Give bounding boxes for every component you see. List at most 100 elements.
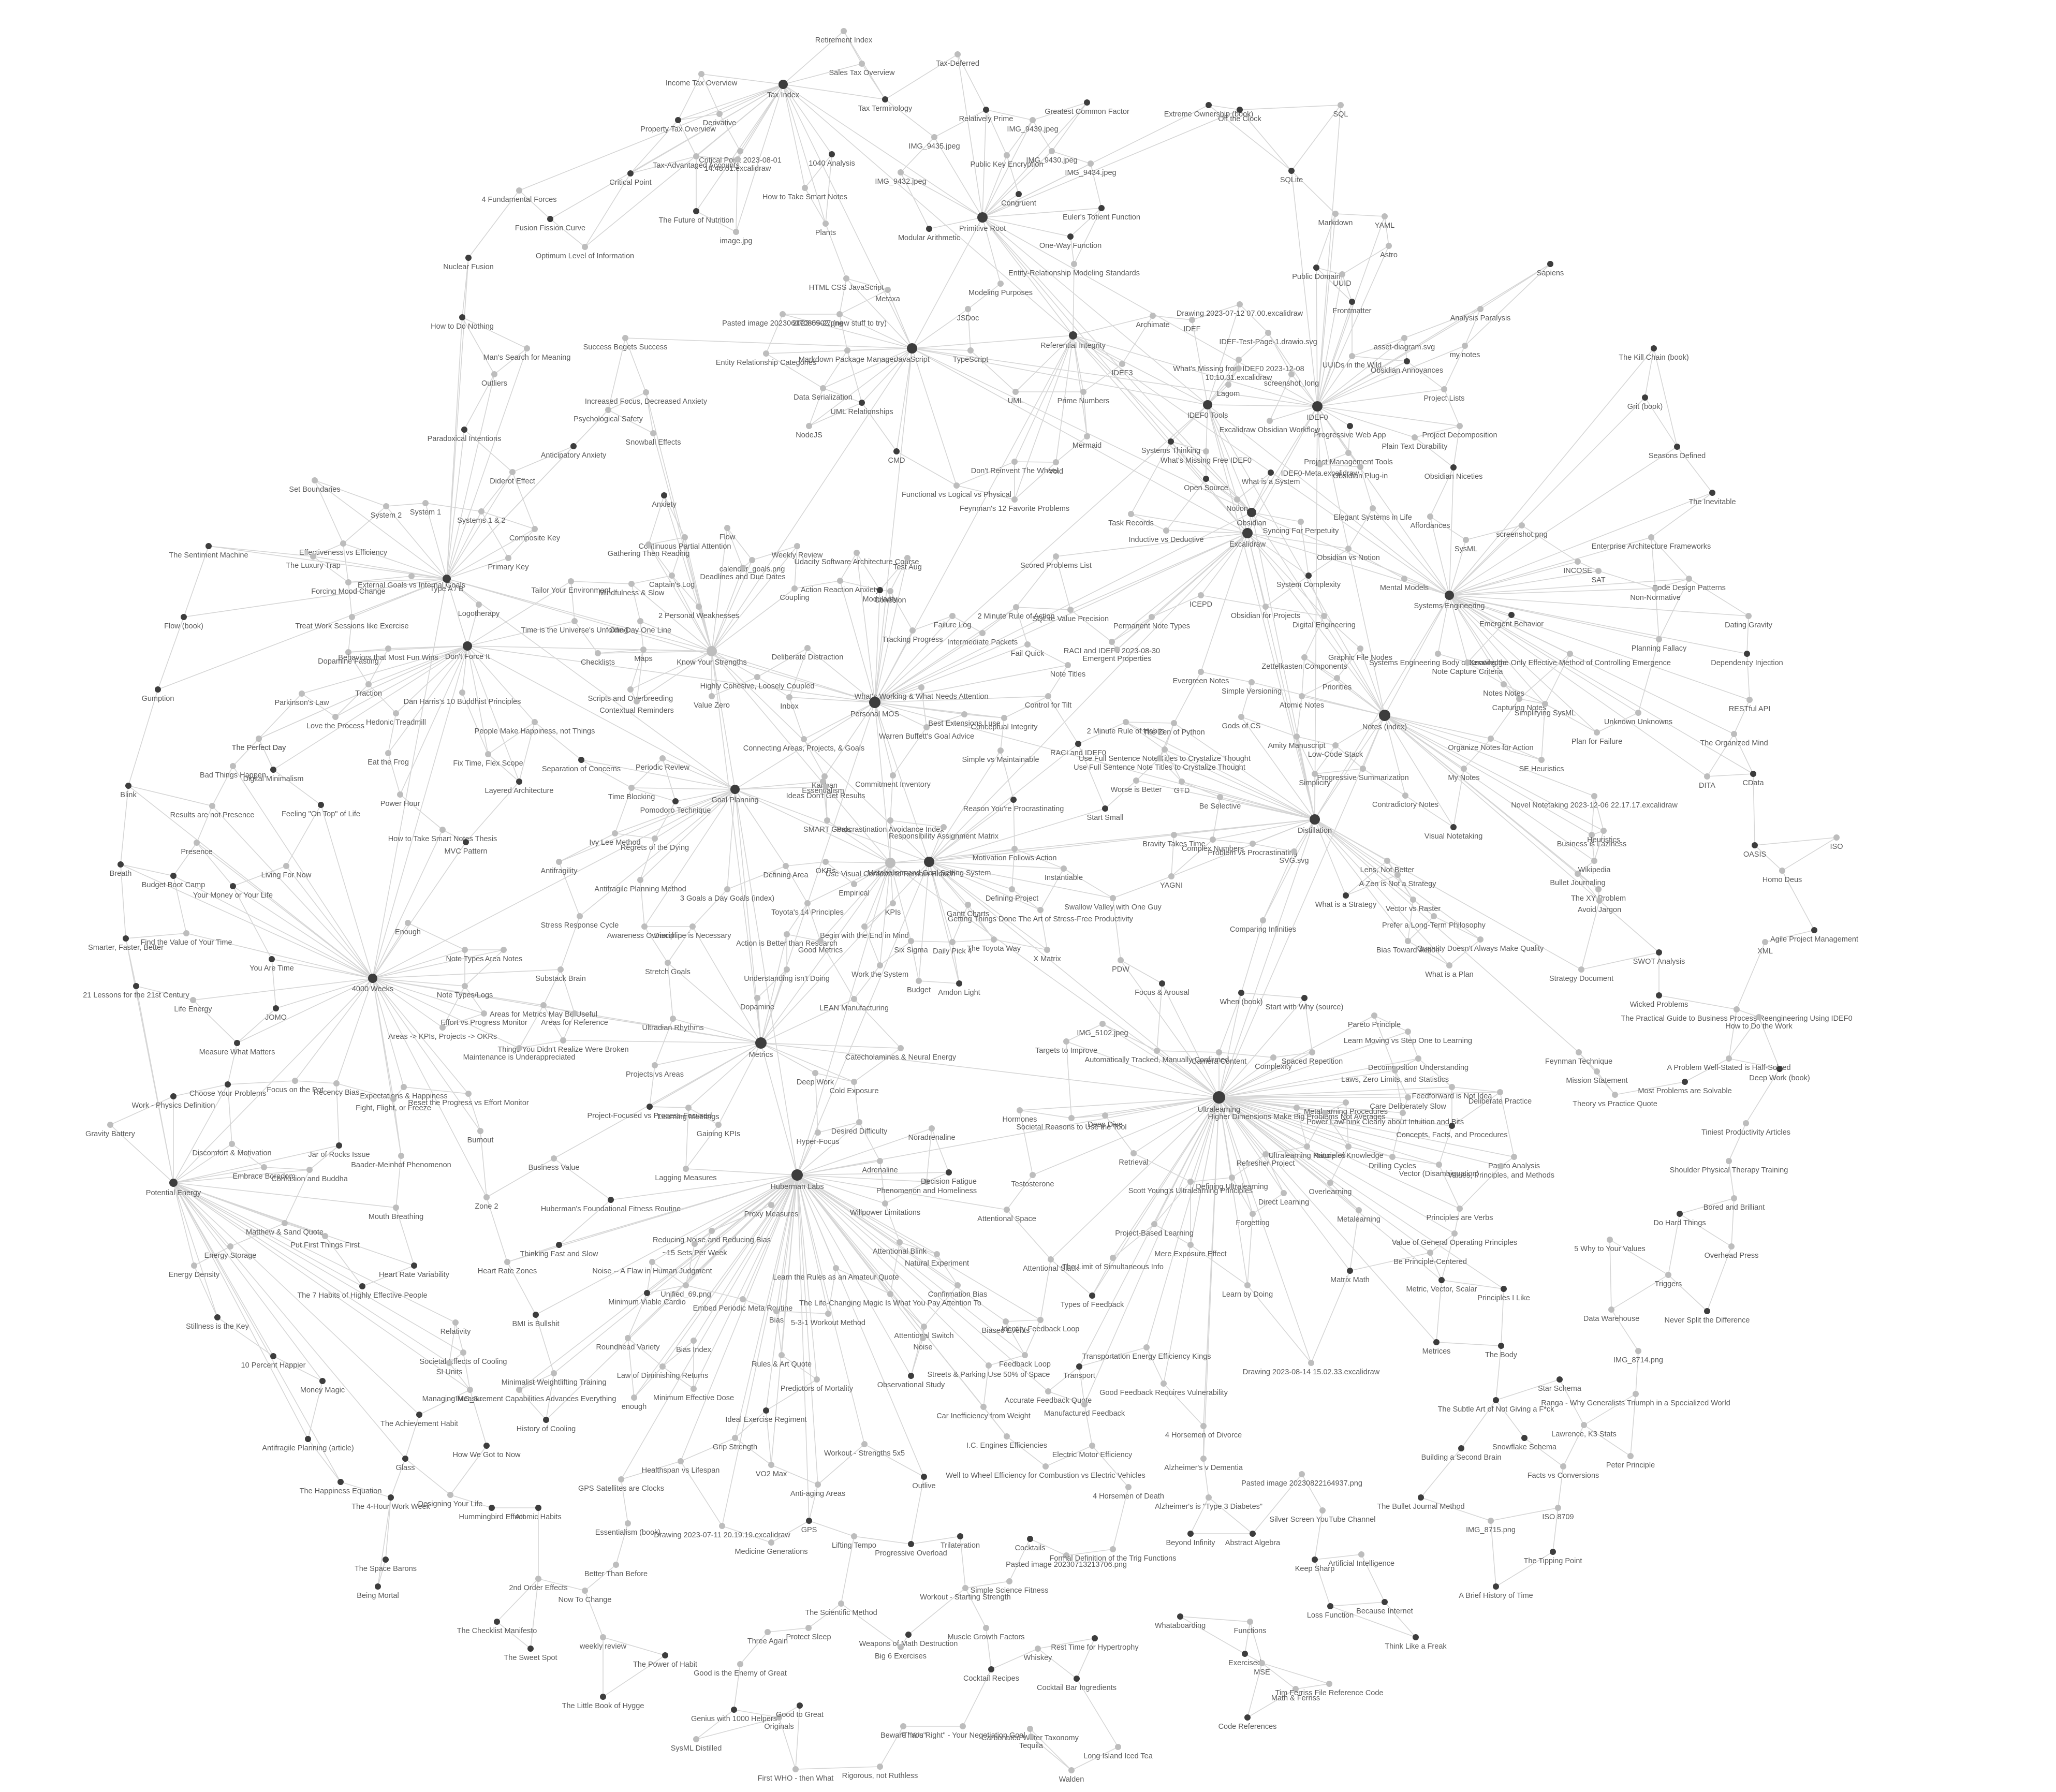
graph-node-values-principles[interactable]: Values, Principles, and Methods	[1448, 1163, 1554, 1180]
node-dot[interactable]	[1833, 834, 1840, 841]
node-dot[interactable]	[1450, 464, 1457, 471]
graph-node-hedonic-treadmill[interactable]: Hedonic Treadmill	[366, 710, 426, 727]
node-dot[interactable]	[1575, 559, 1581, 565]
graph-node-tax-terminology[interactable]: Tax Terminology	[858, 96, 913, 113]
node-dot[interactable]	[829, 151, 835, 157]
node-dot[interactable]	[877, 587, 883, 593]
node-dot[interactable]	[385, 645, 391, 652]
node-dot[interactable]	[1149, 614, 1155, 620]
node-dot[interactable]	[956, 980, 962, 987]
graph-node-coupling[interactable]: Coupling	[780, 585, 810, 602]
node-dot[interactable]	[405, 920, 411, 926]
graph-node-swallow-valley[interactable]: Swallow Valley with One Guy	[1064, 895, 1162, 912]
graph-node-minimum-effective-dose[interactable]: Minimum Effective Dose	[653, 1386, 734, 1402]
graph-node-fusion-fission-curve[interactable]: Fusion Fission Curve	[515, 216, 585, 232]
graph-node-archimate[interactable]: Archimate	[1136, 313, 1170, 329]
node-dot[interactable]	[459, 689, 465, 696]
graph-node-automatically-tracked[interactable]: Automatically Tracked, Manually Confirme…	[1085, 1048, 1229, 1064]
graph-node-separation-of-concerns[interactable]: Separation of Concerns	[542, 757, 621, 773]
graph-node-history-of-cooling[interactable]: History of Cooling	[517, 1417, 576, 1433]
node-dot[interactable]	[481, 1010, 487, 1017]
node-dot[interactable]	[627, 686, 634, 693]
graph-node-anxiety[interactable]: Anxiety	[652, 492, 677, 509]
node-dot[interactable]	[628, 785, 635, 791]
graph-node-img-8714[interactable]: IMG_8714.png	[1613, 1348, 1663, 1364]
graph-node-raci-idef0[interactable]: RACI and IDEF0	[1050, 741, 1106, 757]
node-dot[interactable]	[641, 923, 648, 930]
node-dot[interactable]	[898, 1644, 904, 1650]
node-dot[interactable]	[333, 1080, 340, 1086]
graph-node-essentialism-book[interactable]: Essentialism (book)	[595, 1520, 661, 1537]
node-dot[interactable]	[877, 962, 883, 968]
graph-node-layered-architecture[interactable]: Layered Architecture	[485, 779, 554, 795]
node-dot[interactable]	[1595, 568, 1602, 574]
graph-node-be-selective[interactable]: Be Selective	[1199, 794, 1241, 811]
node-dot[interactable]	[1744, 651, 1750, 657]
node-dot[interactable]	[452, 1319, 459, 1326]
node-dot[interactable]	[393, 1205, 399, 1211]
graph-node-capturing-notes[interactable]: Capturing Notes	[1492, 696, 1547, 712]
node-dot[interactable]	[900, 1723, 906, 1729]
graph-node-idef3[interactable]: IDEF3	[1111, 361, 1133, 377]
graph-node-pasted-image-3[interactable]: Pasted image 20230713213706.png	[1006, 1552, 1127, 1569]
graph-node-drawing-2023-07-11[interactable]: Drawing 2023-07-11 20.19.19.excalidraw	[654, 1523, 790, 1539]
graph-node-confusion-buddha[interactable]: Confusion and Buddha	[271, 1167, 348, 1183]
node-dot[interactable]	[1291, 848, 1297, 855]
graph-node-now-to-change[interactable]: Now To Change	[559, 1588, 612, 1604]
node-dot[interactable]	[556, 859, 562, 865]
node-dot[interactable]	[1321, 613, 1327, 619]
graph-node-se-heuristics[interactable]: SE Heuristics	[1519, 757, 1564, 773]
node-dot[interactable]	[1731, 1195, 1737, 1201]
graph-node-obsidian-annoyances[interactable]: Obsidian Annoyances	[1371, 358, 1443, 375]
node-dot[interactable]	[997, 747, 1004, 754]
node-dot[interactable]	[692, 1241, 698, 1247]
graph-node-forcing-mood-change[interactable]: Forcing Mood Change	[311, 579, 386, 596]
node-dot[interactable]	[516, 187, 522, 194]
node-dot[interactable]	[1225, 381, 1231, 388]
graph-node-raci[interactable]: RACI and IDEF0 2023-08-30	[1064, 639, 1160, 655]
graph-node-scripts-overbreeding[interactable]: Scripts and Overbreeding	[588, 686, 673, 703]
graph-node-muscle-growth[interactable]: Muscle Growth Factors	[947, 1625, 1025, 1641]
node-dot[interactable]	[716, 111, 723, 117]
graph-node-burnout[interactable]: Burnout	[467, 1128, 494, 1144]
graph-node-img-5[interactable]: IMG_5...	[456, 1387, 484, 1403]
graph-node-ultradian-rhythms[interactable]: Ultradian Rhythms	[642, 1016, 704, 1032]
graph-node-well-to-wheel[interactable]: Well to Wheel Efficiency for Combustion …	[946, 1463, 1146, 1480]
node-dot[interactable]	[1635, 1348, 1641, 1354]
node-dot[interactable]	[1356, 1207, 1362, 1213]
node-dot[interactable]	[318, 802, 324, 808]
node-dot[interactable]	[227, 1243, 233, 1250]
node-dot[interactable]	[439, 827, 446, 833]
node-dot[interactable]	[1242, 528, 1253, 538]
graph-node-things-you-didnt-realize[interactable]: Things You Didn't Realize Were Broken	[497, 1037, 629, 1054]
node-dot[interactable]	[812, 1070, 818, 1076]
graph-node-logotherapy[interactable]: Logotherapy	[458, 601, 500, 618]
node-dot[interactable]	[1591, 793, 1597, 799]
node-dot[interactable]	[388, 1494, 394, 1501]
graph-node-abstract-algebra[interactable]: Abstract Algebra	[1225, 1531, 1281, 1547]
graph-node-hormones[interactable]: Hormones	[1003, 1107, 1037, 1124]
node-dot[interactable]	[670, 1016, 676, 1022]
graph-node-space-barons[interactable]: The Space Barons	[355, 1556, 417, 1573]
node-dot[interactable]	[613, 1562, 619, 1568]
node-dot[interactable]	[665, 960, 671, 966]
graph-node-decision-fatigue[interactable]: Decision Fatigue	[921, 1169, 977, 1186]
graph-node-screenshot-long[interactable]: screenshot_long	[1264, 371, 1319, 388]
node-dot[interactable]	[1011, 496, 1018, 503]
graph-node-mental-models[interactable]: Mental Models	[1380, 576, 1429, 592]
node-dot[interactable]	[1037, 1317, 1044, 1323]
graph-node-permanent-note-types[interactable]: Permanent Note Types	[1113, 614, 1190, 630]
node-dot[interactable]	[524, 345, 530, 351]
graph-node-alzheimers-diabetes[interactable]: Alzheimer's is "Type 3 Diabetes"	[1155, 1494, 1262, 1511]
node-dot[interactable]	[877, 1764, 883, 1770]
graph-node-behaviors-most-fun[interactable]: Behaviors that Most Fun Wins	[338, 645, 438, 662]
graph-node-10-percent-happier[interactable]: 10 Percent Happier	[241, 1353, 306, 1370]
graph-node-intermediate-packets[interactable]: Intermediate Packets	[947, 630, 1018, 647]
graph-node-excalidraw-obsidian-workflow[interactable]: Excalidraw Obsidian Workflow	[1220, 418, 1320, 434]
graph-node-4000-weeks[interactable]: 4000 Weeks	[352, 974, 393, 993]
graph-node-mermaid[interactable]: Mermaid	[1073, 433, 1102, 450]
node-dot[interactable]	[1053, 553, 1059, 560]
node-dot[interactable]	[332, 714, 339, 720]
graph-node-plants[interactable]: Plants	[815, 221, 836, 237]
node-dot[interactable]	[644, 1290, 650, 1296]
